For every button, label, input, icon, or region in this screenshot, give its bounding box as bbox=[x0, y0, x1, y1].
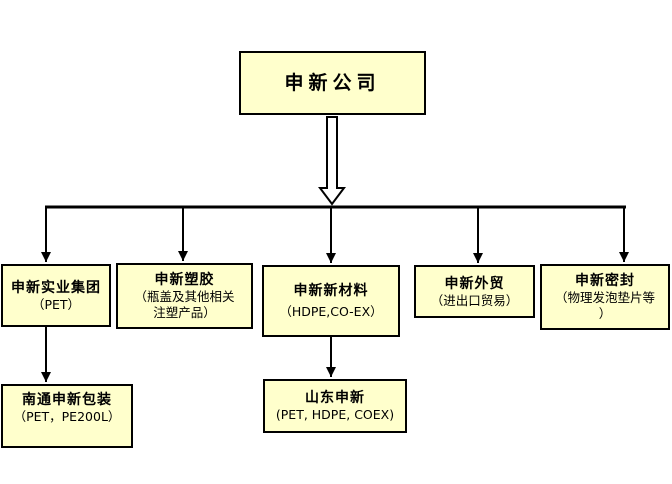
node-detail: （PET） bbox=[31, 296, 81, 312]
node-label: 申新公司 bbox=[284, 72, 381, 94]
node-shenxin-plastics: 申新塑胶 （瓶盖及其他相关 注塑产品） bbox=[116, 263, 253, 329]
node-detail: (PET, HDPE, COEX) bbox=[275, 407, 395, 422]
node-detail: （HDPE,CO-EX） bbox=[279, 304, 383, 319]
node-detail: （瓶盖及其他相关 注塑产品） bbox=[134, 289, 235, 320]
node-label: 申新塑胶 bbox=[154, 272, 215, 288]
node-label: 山东申新 bbox=[305, 390, 365, 406]
node-shenxin-new-materials: 申新新材料 （HDPE,CO-EX） bbox=[262, 265, 400, 337]
node-label: 南通申新包装 bbox=[22, 392, 112, 408]
node-shandong-shenxin: 山东申新 (PET, HDPE, COEX) bbox=[263, 379, 407, 433]
node-label: 申新外贸 bbox=[444, 275, 505, 292]
node-label: 申新密封 bbox=[575, 273, 635, 289]
node-shenxin-foreign-trade: 申新外贸 （进出口贸易） bbox=[414, 265, 535, 318]
node-detail: （PET，PE200L） bbox=[13, 409, 121, 424]
node-detail: （进出口贸易） bbox=[430, 292, 519, 308]
node-nantong-shenxin-packaging: 南通申新包装 （PET，PE200L） bbox=[1, 384, 133, 448]
trunk-arrow bbox=[318, 116, 346, 206]
node-label: 申新新材料 bbox=[293, 283, 369, 299]
node-detail: （物理发泡垫片等 ） bbox=[554, 290, 655, 321]
node-label: 申新实业集团 bbox=[11, 279, 101, 296]
node-shenxin-sealing: 申新密封 （物理发泡垫片等 ） bbox=[540, 264, 670, 330]
node-shenxin-industrial-group: 申新实业集团 （PET） bbox=[1, 264, 111, 327]
node-shenxin-company: 申新公司 bbox=[239, 51, 426, 115]
